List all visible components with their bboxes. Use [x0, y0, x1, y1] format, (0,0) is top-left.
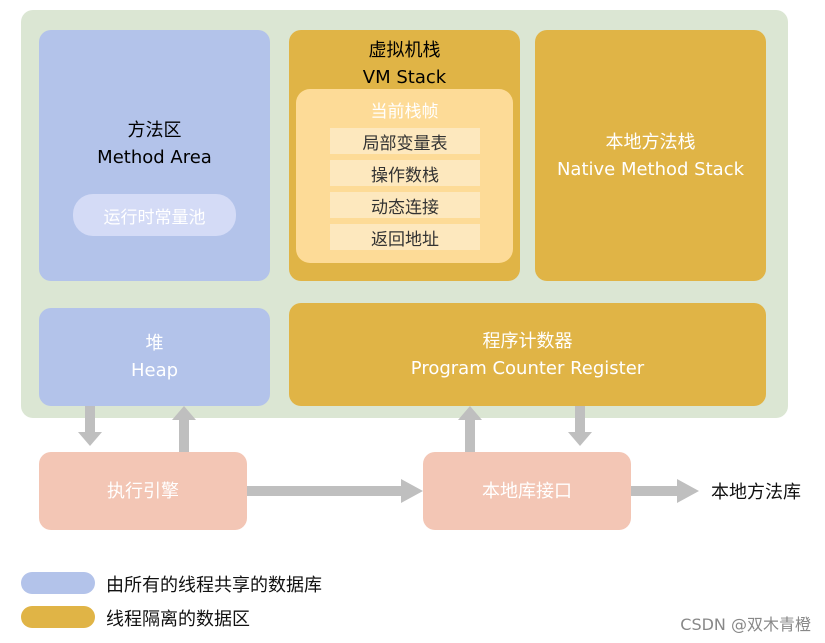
method-area-label: 方法区 Method Area: [39, 115, 270, 173]
legend-label-isolated: 线程隔离的数据区: [106, 609, 250, 630]
vm-stack-label: 虚拟机栈 VM Stack: [289, 38, 520, 90]
native-stack-en: Native Method Stack: [556, 158, 745, 180]
stack-frame-title: 当前栈帧: [370, 101, 439, 122]
vm-stack-en: VM Stack: [362, 67, 447, 88]
frame-item-dynamic-linking: 动态连接: [330, 192, 480, 218]
arrow-native-head: [677, 479, 699, 503]
native-method-stack-box: 本地方法栈 Native Method Stack: [535, 30, 766, 281]
native-interface-box: 本地库接口: [423, 452, 631, 530]
pc-zh: 程序计数器: [482, 330, 573, 352]
pc-en: Program Counter Register: [410, 357, 645, 379]
arrow-pc-up-head: [458, 406, 482, 420]
program-counter-box: 程序计数器 Program Counter Register: [289, 303, 766, 406]
arrow-heap-down-shaft: [85, 406, 95, 432]
arrow-heap-down-head: [78, 432, 102, 446]
frame-item-local-variables: 局部变量表: [330, 128, 480, 154]
arrow-engine-head: [401, 479, 423, 503]
native-interface-label: 本地库接口: [482, 480, 572, 502]
arrow-pc-down-shaft: [575, 406, 585, 432]
method-area-en: Method Area: [97, 147, 212, 168]
vm-stack-zh: 虚拟机栈: [368, 40, 441, 61]
arrow-heap-up-head: [172, 406, 196, 420]
frame-item-operand-stack: 操作数栈: [330, 160, 480, 186]
legend-swatch-isolated: [21, 606, 95, 628]
heap-box: 堆 Heap: [39, 308, 270, 406]
heap-zh: 堆: [145, 333, 164, 354]
arrow-native-shaft: [631, 486, 677, 496]
execution-engine-label: 执行引擎: [107, 480, 179, 502]
legend-label-shared: 由所有的线程共享的数据库: [106, 575, 322, 596]
runtime-constant-pool: 运行时常量池: [73, 194, 236, 236]
frame-item-return-address: 返回地址: [330, 224, 480, 250]
arrow-pc-up-shaft: [465, 420, 475, 452]
arrow-pc-down-head: [568, 432, 592, 446]
method-area-box: [39, 30, 270, 281]
heap-en: Heap: [130, 360, 179, 381]
method-area-zh: 方法区: [127, 120, 182, 141]
native-library-label: 本地方法库: [711, 482, 801, 503]
execution-engine-box: 执行引擎: [39, 452, 247, 530]
watermark: CSDN @双木青橙: [680, 615, 811, 634]
arrow-heap-up-shaft: [179, 420, 189, 452]
arrow-engine-shaft: [247, 486, 401, 496]
legend-swatch-shared: [21, 572, 95, 594]
native-stack-zh: 本地方法栈: [605, 131, 696, 153]
